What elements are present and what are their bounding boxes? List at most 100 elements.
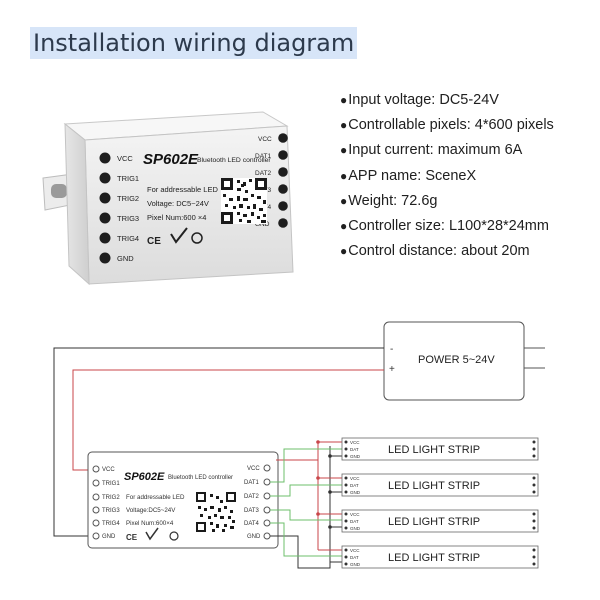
checkmark-icon xyxy=(170,227,188,244)
pin-dot-icon xyxy=(344,562,348,566)
device-line1: For addressable LED xyxy=(147,185,218,194)
qr-code-icon xyxy=(221,178,267,224)
junction-dot xyxy=(328,454,332,458)
strip-label: LED LIGHT STRIP xyxy=(388,552,480,564)
pin-dot-icon xyxy=(532,548,536,552)
controller-left-terminals: VCC TRIG1 TRIG2 TRIG3 TRIG4 GND xyxy=(92,465,120,540)
left-terminals: VCC TRIG1 TRIG2 TRIG3 TRIG4 GND xyxy=(99,152,139,264)
pin-dot-icon xyxy=(344,490,348,494)
device-line2: Voltage: DC5~24V xyxy=(147,199,209,208)
power-supply-label: POWER 5~24V xyxy=(418,354,495,366)
spec-list: ●Input voltage: DC5-24V ●Controllable pi… xyxy=(340,88,554,264)
spec-item: ●Controller size: L100*28*24mm xyxy=(340,214,554,239)
pin-dot-icon xyxy=(532,490,536,494)
pin-dot-icon xyxy=(344,447,348,451)
spec-text: Input voltage: DC5-24V xyxy=(348,92,499,108)
device-subtitle: Bluetooth LED controller xyxy=(197,157,271,164)
terminal-screw-icon xyxy=(278,133,288,143)
spec-text: Controller size: L100*28*24mm xyxy=(348,218,549,235)
junction-dot xyxy=(316,440,320,444)
pin-dot-icon xyxy=(344,555,348,559)
led-strip: VCC DAT GND LED LIGHT STRIP xyxy=(341,509,539,533)
terminal-icon xyxy=(92,479,100,487)
page-title: Installation wiring diagram xyxy=(30,27,358,59)
strip-label: LED LIGHT STRIP xyxy=(388,516,480,528)
left-pin-label: TRIG2 xyxy=(117,194,139,203)
spec-item: ●APP name: SceneX xyxy=(340,164,554,189)
pin-dot-icon xyxy=(344,454,348,458)
device-photo: VCC TRIG1 TRIG2 TRIG3 TRIG4 GND VCC DAT1… xyxy=(42,111,294,286)
terminal-screw-icon xyxy=(99,212,111,224)
pin-dot-icon xyxy=(532,454,536,458)
left-pin-label: TRIG1 xyxy=(117,174,139,183)
bullet-icon: ● xyxy=(340,244,348,259)
junction-dot xyxy=(328,525,332,529)
right-pin-label: DAT2 xyxy=(255,170,272,177)
strip-pin-label: DAT xyxy=(350,447,359,452)
pin-dot-icon xyxy=(532,562,536,566)
terminal-icon xyxy=(92,506,100,514)
recycle-icon xyxy=(169,531,179,541)
pin-dot-icon xyxy=(344,548,348,552)
device-line3: Pixel Num:600 ×4 xyxy=(147,213,206,222)
left-pin-label: TRIG3 xyxy=(117,214,139,223)
pin-dot-icon xyxy=(532,512,536,516)
spec-text: Controllable pixels: 4*600 pixels xyxy=(348,117,554,134)
bullet-icon: ● xyxy=(340,118,348,133)
strip-pin-label: GND xyxy=(350,562,361,567)
terminal-screw-icon xyxy=(99,252,111,264)
controller-line3: Pixel Num:600×4 xyxy=(126,520,174,527)
controller-left-label: TRIG1 xyxy=(102,481,120,487)
controller-left-label: TRIG2 xyxy=(102,495,120,501)
right-terminals: VCC DAT1 DAT2 DAT3 DAT4 GND xyxy=(255,133,288,228)
strip-pin-label: VCC xyxy=(350,440,360,445)
controller-left-label: GND xyxy=(102,534,116,540)
bullet-icon: ● xyxy=(340,193,348,208)
strip-pin-label: GND xyxy=(350,490,361,495)
controller-model: SP602E xyxy=(124,471,165,483)
terminal-icon xyxy=(92,465,100,473)
pin-dot-icon xyxy=(532,526,536,530)
terminal-icon xyxy=(263,519,271,527)
pin-dot-icon xyxy=(344,440,348,444)
strip-label: LED LIGHT STRIP xyxy=(388,444,480,456)
controller-left-label: TRIG3 xyxy=(102,508,120,514)
device-model: SP602E xyxy=(143,151,199,168)
pin-dot-icon xyxy=(532,519,536,523)
right-pin-label: GND xyxy=(255,221,270,228)
controller-subtitle: Bluetooth LED controller xyxy=(168,475,233,481)
terminal-icon xyxy=(263,506,271,514)
data-wire-2 xyxy=(270,484,344,497)
terminal-icon xyxy=(92,493,100,501)
spec-text: APP name: SceneX xyxy=(348,167,477,184)
controller-right-label: DAT4 xyxy=(244,521,260,527)
ce-mark-icon: CE xyxy=(147,236,161,247)
led-strip-body xyxy=(341,473,539,497)
pin-dot-icon xyxy=(344,512,348,516)
left-pin-label: TRIG4 xyxy=(117,234,139,243)
controller-left-label: TRIG4 xyxy=(102,521,120,527)
data-wire-3 xyxy=(270,509,344,521)
strip-pin-label: VCC xyxy=(350,512,360,517)
pin-dot-icon xyxy=(532,476,536,480)
strip-pin-label: GND xyxy=(350,526,361,531)
spec-item: ●Weight: 72.6g xyxy=(340,189,554,214)
terminal-icon xyxy=(263,532,271,540)
bullet-icon: ● xyxy=(340,143,348,158)
led-strip-body xyxy=(341,509,539,533)
terminal-icon xyxy=(263,492,271,500)
terminal-icon xyxy=(263,478,271,486)
left-pin-label: GND xyxy=(117,254,134,263)
terminal-icon xyxy=(92,532,100,540)
led-strip: VCC DAT GND LED LIGHT STRIP xyxy=(341,437,539,461)
terminal-screw-icon xyxy=(278,167,288,177)
controller-right-label: DAT2 xyxy=(244,494,260,500)
bullet-icon: ● xyxy=(340,219,348,234)
terminal-screw-icon xyxy=(99,152,111,164)
controller-right-label: DAT3 xyxy=(244,508,260,514)
led-strip: VCC DAT GND LED LIGHT STRIP xyxy=(341,473,539,497)
device-side xyxy=(64,122,90,286)
strip-label: LED LIGHT STRIP xyxy=(388,480,480,492)
pin-dot-icon xyxy=(532,483,536,487)
mounting-hole xyxy=(51,184,67,198)
